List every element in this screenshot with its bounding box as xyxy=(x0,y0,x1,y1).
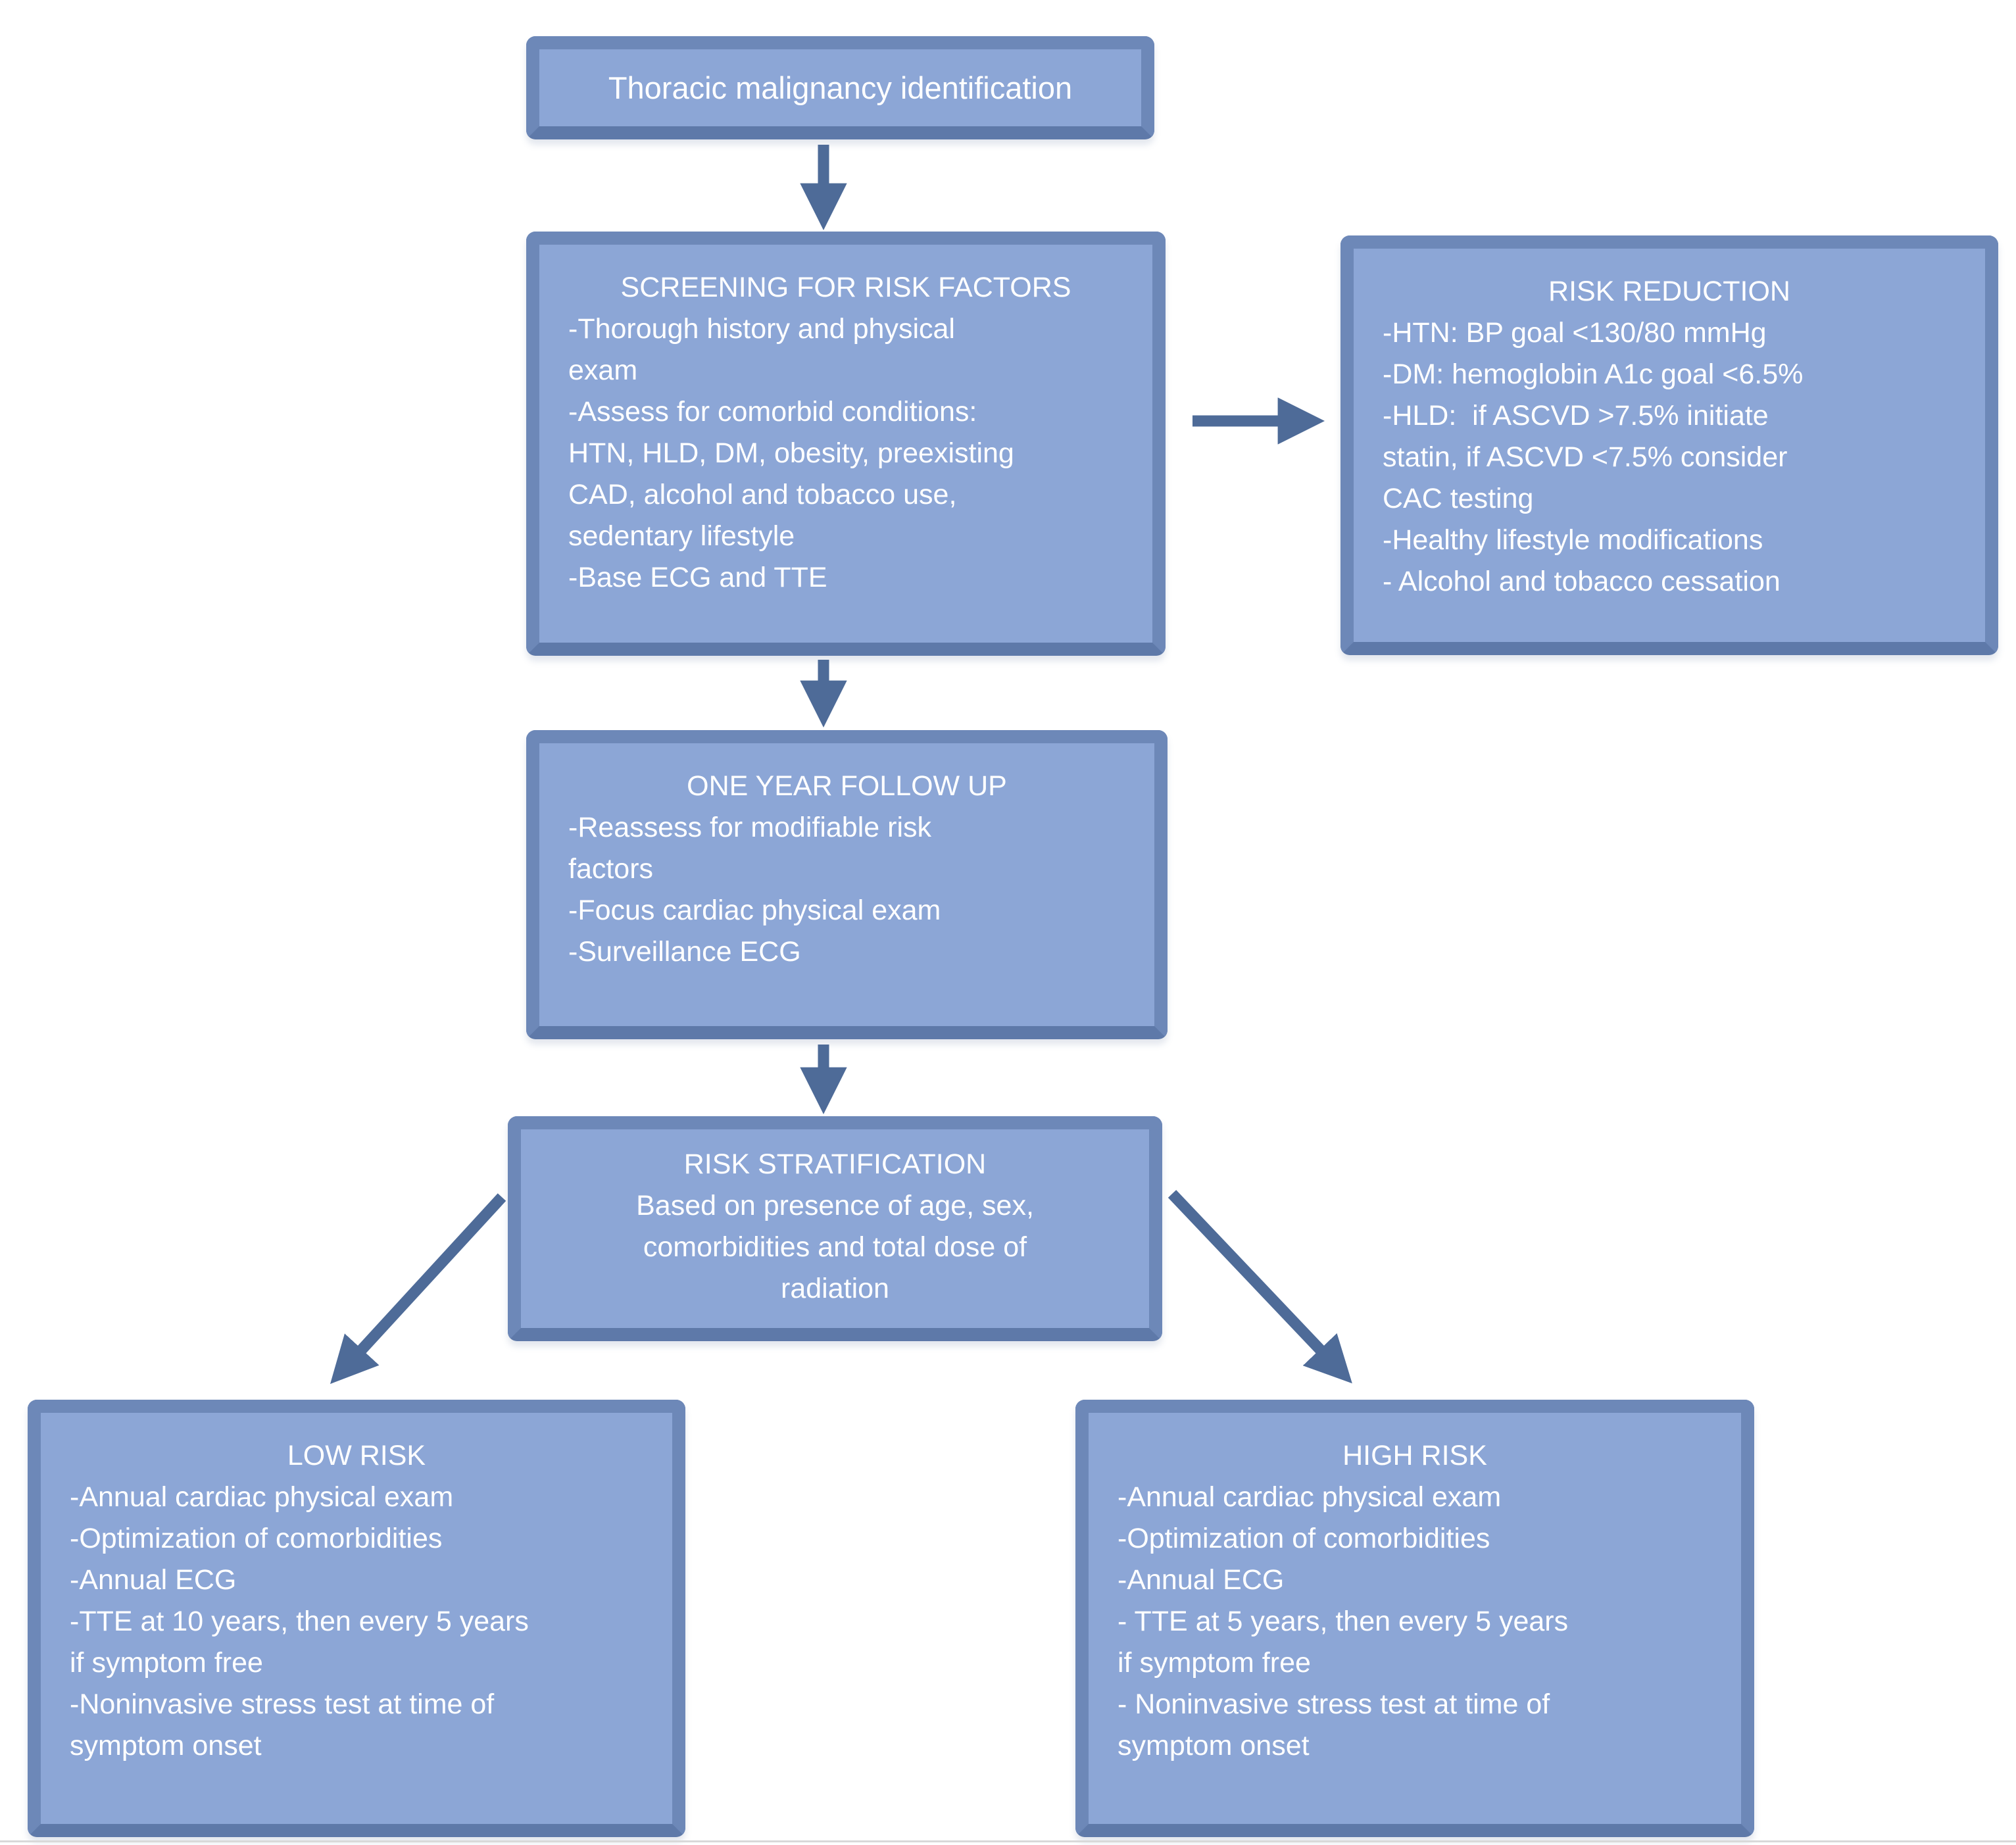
risk-stratification-box: RISK STRATIFICATION Based on presence of… xyxy=(508,1116,1162,1341)
text-line: if symptom free xyxy=(1118,1647,1311,1679)
text-line: factors xyxy=(568,853,654,885)
text-line: -TTE at 10 years, then every 5 years xyxy=(70,1606,529,1637)
identification-box-title: Thoracic malignancy identification xyxy=(608,70,1073,105)
text-line: sedentary lifestyle xyxy=(568,520,795,552)
low-risk-box: LOW RISK -Annual cardiac physical exam -O… xyxy=(28,1400,685,1837)
risk-stratification-box-title: RISK STRATIFICATION xyxy=(683,1148,987,1180)
text-line: -DM: hemoglobin A1c goal <6.5% xyxy=(1383,358,1804,390)
text-line: -Noninvasive stress test at time of xyxy=(70,1688,495,1720)
text-line: -Base ECG and TTE xyxy=(568,562,827,593)
text-line: HTN, HLD, DM, obesity, preexisting xyxy=(568,437,1014,469)
arrow-stratification-to-high-risk-icon xyxy=(1168,1190,1352,1384)
text-line: CAD, alcohol and tobacco use, xyxy=(568,479,957,510)
arrow-stratification-to-low-risk-icon xyxy=(330,1193,506,1385)
low-risk-box-title: LOW RISK xyxy=(287,1440,426,1471)
text-line: CAC testing xyxy=(1383,483,1534,514)
text-line: -Annual cardiac physical exam xyxy=(1118,1481,1502,1513)
text-line: -Optimization of comorbidities xyxy=(1118,1523,1490,1554)
text-line: exam xyxy=(568,355,638,386)
one-year-follow-up-box-title: ONE YEAR FOLLOW UP xyxy=(687,770,1007,802)
text-line: statin, if ASCVD <7.5% consider xyxy=(1383,441,1788,473)
high-risk-box-title: HIGH RISK xyxy=(1342,1440,1487,1471)
text-line: symptom onset xyxy=(1118,1730,1310,1761)
screening-box-title: SCREENING FOR RISK FACTORS xyxy=(620,272,1071,303)
text-line: -Annual ECG xyxy=(1118,1564,1285,1596)
risk-reduction-box-body: -HTN: BP goal <130/80 mmHg -DM: hemoglobi… xyxy=(1383,312,1956,603)
text-line: -Healthy lifestyle modifications xyxy=(1383,524,1763,556)
text-line: if symptom free xyxy=(70,1647,263,1679)
screening-box: SCREENING FOR RISK FACTORS -Thorough his… xyxy=(526,232,1166,656)
risk-reduction-box-title: RISK REDUCTION xyxy=(1548,276,1790,307)
text-line: -Thorough history and physical xyxy=(568,313,955,345)
high-risk-box-body: -Annual cardiac physical exam -Optimizati… xyxy=(1118,1477,1712,1767)
risk-stratification-box-body: Based on presence of age, sex, comorbidit… xyxy=(550,1185,1120,1310)
screening-box-body: -Thorough history and physical exam -Asses… xyxy=(568,308,1123,599)
text-line: - TTE at 5 years, then every 5 years xyxy=(1118,1606,1569,1637)
text-line: -Optimization of comorbidities xyxy=(70,1523,443,1554)
bottom-divider xyxy=(0,1840,2016,1842)
risk-reduction-box: RISK REDUCTION -HTN: BP goal <130/80 mmH… xyxy=(1340,235,1998,655)
text-line: -HTN: BP goal <130/80 mmHg xyxy=(1383,317,1767,349)
text-line: - Noninvasive stress test at time of xyxy=(1118,1688,1550,1720)
text-line: - Alcohol and tobacco cessation xyxy=(1383,566,1781,597)
text-line: -HLD: if ASCVD >7.5% initiate xyxy=(1383,400,1769,431)
text-line: comorbidities and total dose of xyxy=(643,1231,1027,1263)
text-line: -Reassess for modifiable risk xyxy=(568,812,932,843)
text-line: -Assess for comorbid conditions: xyxy=(568,396,977,428)
text-line: Based on presence of age, sex, xyxy=(636,1190,1034,1221)
text-line: -Focus cardiac physical exam xyxy=(568,895,941,926)
one-year-follow-up-box-body: -Reassess for modifiable risk factors -Foc… xyxy=(568,807,1125,973)
text-line: symptom onset xyxy=(70,1730,262,1761)
text-line: -Surveillance ECG xyxy=(568,936,801,968)
text-line: -Annual ECG xyxy=(70,1564,237,1596)
text-line: -Annual cardiac physical exam xyxy=(70,1481,454,1513)
text-line: radiation xyxy=(781,1273,889,1304)
identification-box: Thoracic malignancy identification xyxy=(526,36,1154,139)
one-year-follow-up-box: ONE YEAR FOLLOW UP -Reassess for modifia… xyxy=(526,730,1168,1039)
high-risk-box: HIGH RISK -Annual cardiac physical exam-… xyxy=(1075,1400,1754,1837)
low-risk-box-body: -Annual cardiac physical exam -Optimizati… xyxy=(70,1477,643,1767)
